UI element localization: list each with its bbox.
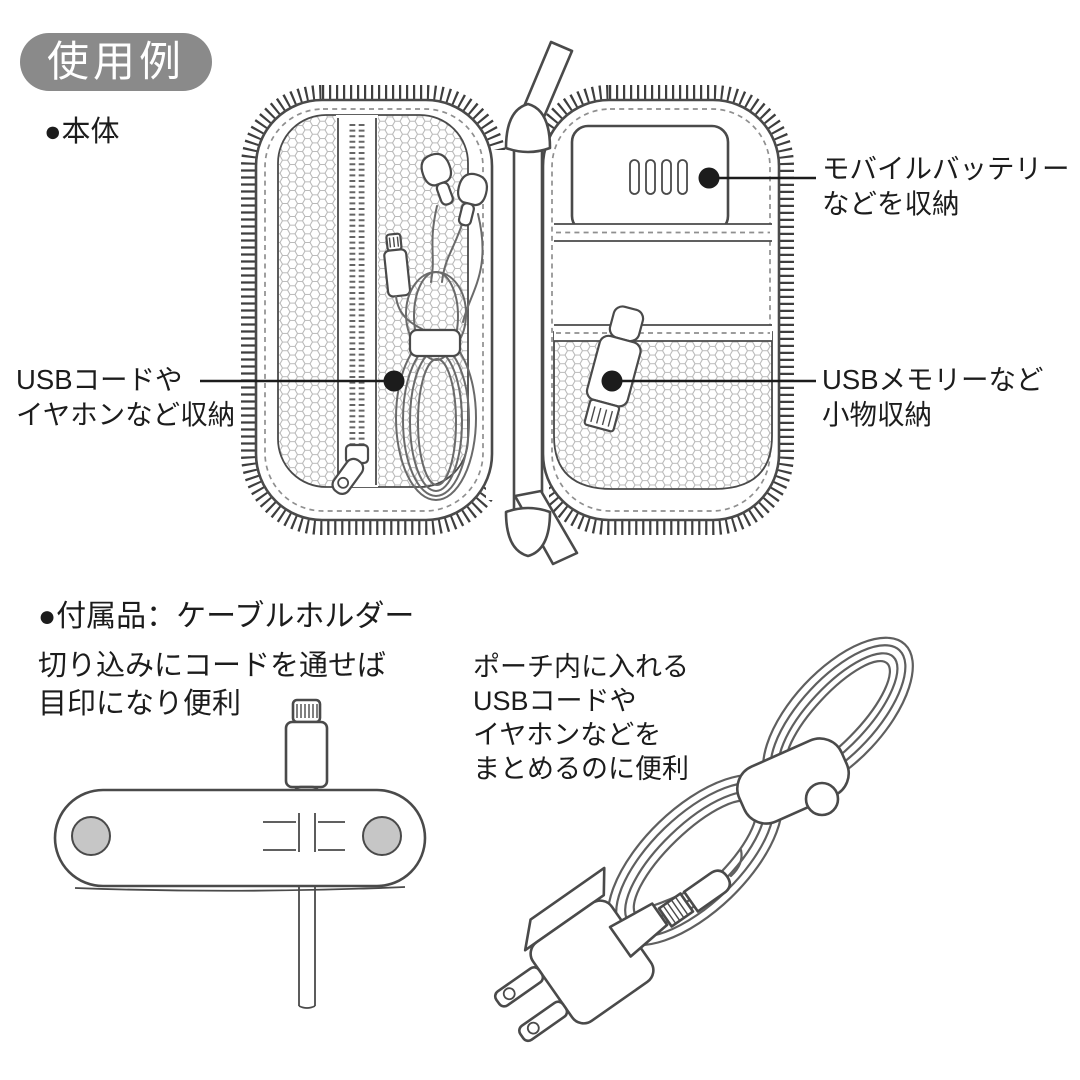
plug-prong-upper [493, 966, 545, 1008]
caption-right-line4: まとめるのに便利 [473, 754, 689, 784]
snap-button-right [362, 816, 402, 856]
caption-right-line1: ポーチ内に入れる [473, 652, 689, 682]
accessory-heading: ●付属品：ケーブルホルダー [38, 600, 415, 633]
right-stitch-line [551, 108, 771, 512]
inner-zipper-pull [331, 457, 365, 495]
pouch-illustration [200, 40, 816, 566]
battery-indicator-slots [629, 159, 688, 195]
ac-adapter [493, 866, 655, 1043]
usage-example-badge: 使用例 [20, 33, 213, 91]
holder-slit [263, 821, 345, 851]
callout-usb-memory-line1: USBメモリーなど [822, 364, 1044, 395]
caption-right-line2: USBコードや [473, 686, 637, 716]
center-spine [504, 40, 579, 566]
zipper-slider-bottom [504, 506, 552, 558]
cable-holder-illustration [53, 698, 427, 1009]
earphones [420, 152, 489, 323]
usb-plug-housing [608, 902, 669, 958]
callout-usb-cable-line1: USBコードや [16, 364, 183, 395]
usb-memory-stick [583, 305, 645, 433]
caption-left-line2: 目印になり便利 [38, 688, 242, 720]
left-stitch-line [264, 108, 484, 512]
main-unit-label: ●本体 [44, 116, 120, 148]
lightning-connector-body [284, 720, 329, 789]
cable-through-slit [298, 813, 316, 1009]
zipper-slider-top [504, 102, 552, 154]
holder-strap-wrapped [736, 737, 850, 825]
holder-band [53, 788, 427, 888]
plug-prong-lower [518, 1000, 569, 1043]
callout-usb-cable-line2: イヤホンなど収納 [16, 399, 236, 430]
callout-battery-line2: などを収納 [822, 188, 960, 219]
callout-label-usb-memory: USBメモリーなど小物収納 [822, 362, 1044, 432]
callout-usb-memory-line2: 小物収納 [822, 399, 932, 430]
callout-dot-usb-memory [601, 370, 623, 392]
snap-button-on-strap [804, 781, 840, 817]
callout-markers [200, 167, 816, 392]
cable-plug-molding [682, 869, 732, 913]
bundled-cable-illustration [493, 636, 914, 1043]
lightning-connector-in-pouch [383, 232, 412, 298]
caption-left-line1: 切り込みにコードを通せば [38, 650, 387, 682]
caption-right-line3: イヤホンなどを [473, 720, 662, 750]
callout-label-battery: モバイルバッテリーなどを収納 [822, 151, 1070, 221]
callout-label-usb-cable: USBコードやイヤホンなど収納 [16, 362, 235, 432]
caption-cable-holder-left: 切り込みにコードを通せば目印になり便利 [38, 647, 386, 723]
coiled-usb-cable [395, 271, 477, 501]
snap-button-left [71, 816, 111, 856]
mesh-pocket-band [554, 324, 772, 342]
caption-cable-holder-right: ポーチ内に入れる USBコードやイヤホンなどをまとめるのに便利 [473, 650, 689, 786]
usb-metal-band [657, 892, 695, 928]
callout-battery-line1: モバイルバッテリー [822, 153, 1070, 184]
callout-dot-usb-cable [383, 370, 405, 392]
callout-dot-battery [698, 167, 720, 189]
cable-wrap-band [408, 328, 462, 358]
pocket-top-band [554, 223, 772, 242]
